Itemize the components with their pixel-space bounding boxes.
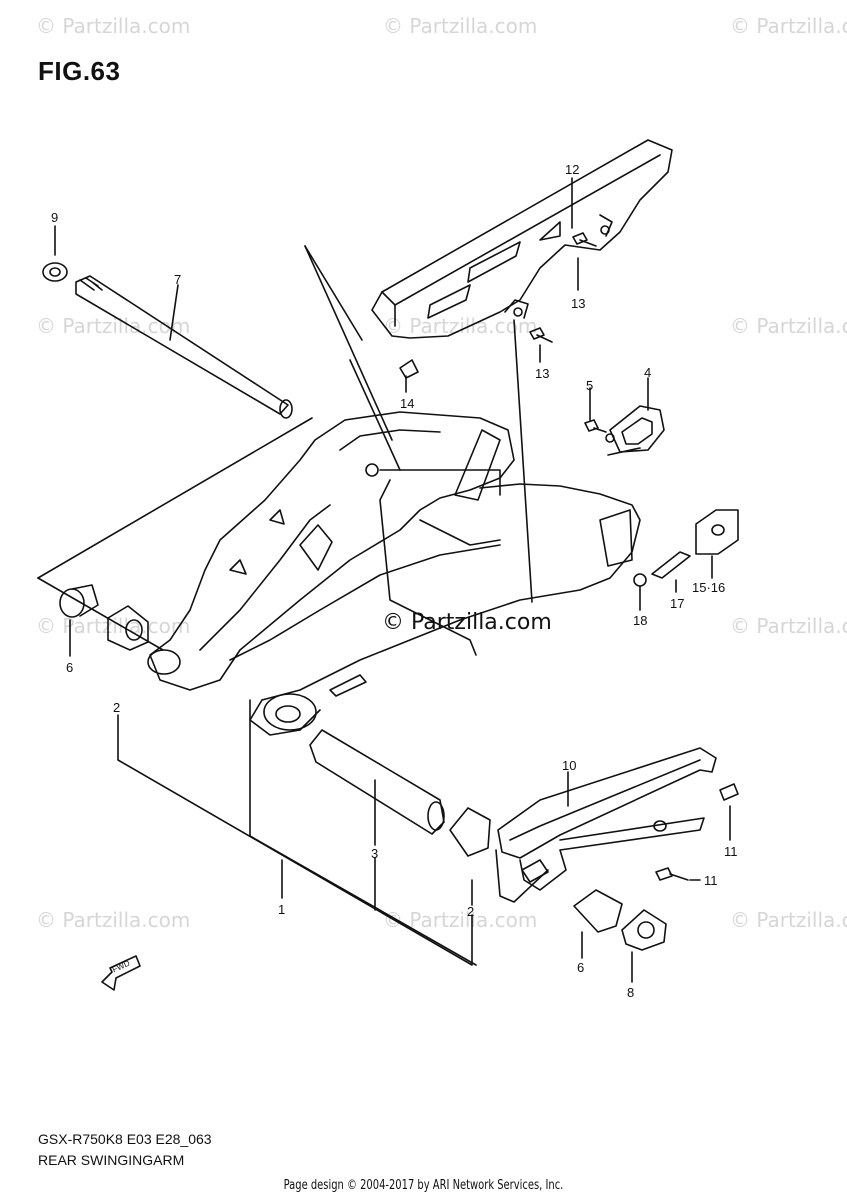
- callout-12: 12: [565, 162, 580, 177]
- watermark: © Partzilla.com: [730, 314, 847, 338]
- page-credit: Page design © 2004-2017 by ARI Network S…: [283, 1178, 564, 1193]
- callout-2: 2: [113, 700, 121, 715]
- callout-6: 6: [66, 660, 74, 675]
- callout-11: 11: [704, 873, 718, 888]
- callout-10: 10: [562, 758, 577, 773]
- diagram-name: REAR SWINGINGARM: [38, 1152, 185, 1168]
- left-bushings: [59, 584, 149, 651]
- callout-11: 11: [724, 844, 738, 859]
- pivot-shaft: [42, 262, 293, 419]
- diagram-code: GSX-R750K8 E03 E28_063: [38, 1131, 212, 1147]
- chain-buffer: [495, 747, 739, 903]
- adjuster-bracket: [584, 405, 665, 456]
- watermark: © Partzilla.com: [36, 908, 191, 932]
- callout-13: 13: [571, 296, 586, 311]
- callout-14: 14: [400, 396, 415, 411]
- callout-5: 5: [586, 378, 594, 393]
- collar-3: [309, 729, 445, 835]
- clip-14: [399, 359, 419, 379]
- callout-3: 3: [371, 846, 379, 861]
- watermark: © Partzilla.com: [730, 908, 847, 932]
- callout-8: 8: [627, 985, 635, 1000]
- callout-17: 17: [670, 596, 685, 611]
- callout-6: 6: [577, 960, 585, 975]
- watermark: © Partzilla.com: [36, 14, 191, 38]
- watermark: © Partzilla.com: [383, 14, 538, 38]
- figure-title: FIG.63: [38, 56, 121, 86]
- right-bushing-nut: [573, 889, 667, 951]
- callout-9: 9: [51, 210, 59, 225]
- swing-arm: [147, 411, 641, 736]
- bolt-13: [529, 232, 597, 343]
- watermark: © Partzilla.com: [383, 314, 538, 338]
- right-bearing: [449, 807, 491, 857]
- center-watermark: © Partzilla.com: [382, 610, 552, 635]
- fwd-arrow-icon: [101, 955, 141, 991]
- watermark: © Partzilla.com: [36, 314, 191, 338]
- watermark: © Partzilla.com: [36, 614, 191, 638]
- callout-1: 1: [278, 902, 286, 917]
- watermark: © Partzilla.com: [730, 614, 847, 638]
- watermark: © Partzilla.com: [730, 14, 847, 38]
- adjuster-block: [633, 509, 739, 587]
- callout-13: 13: [535, 366, 550, 381]
- chain-case: [371, 139, 673, 339]
- callout-2: 2: [467, 904, 475, 919]
- callout-18: 18: [633, 613, 648, 628]
- callout-4: 4: [644, 365, 652, 380]
- callout-15-16: 15·16: [692, 580, 726, 595]
- callout-7: 7: [174, 272, 182, 287]
